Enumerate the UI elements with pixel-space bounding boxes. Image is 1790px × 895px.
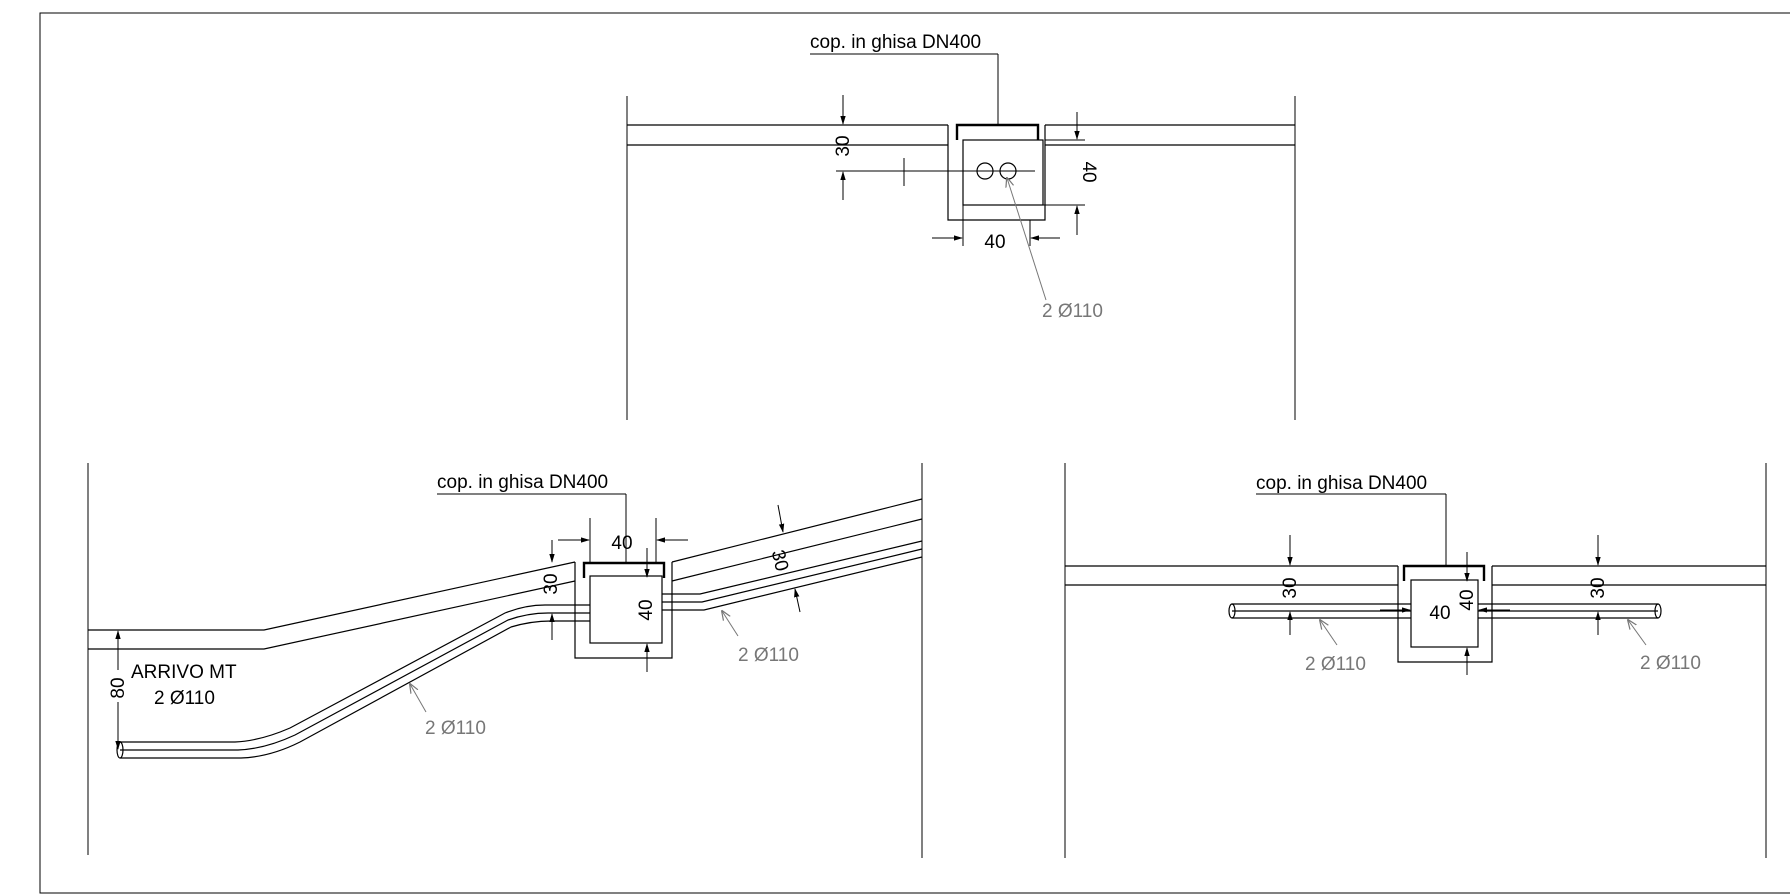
pipe-line xyxy=(120,604,590,743)
dim-40-label: 40 xyxy=(1078,161,1099,182)
cover-label: cop. in ghisa DN400 xyxy=(810,32,981,53)
dim-40-label: 40 xyxy=(611,533,632,554)
cast-iron-cover xyxy=(582,561,666,578)
pipe-end xyxy=(1228,603,1236,619)
ground-line xyxy=(671,518,923,582)
pipe-end xyxy=(1654,603,1662,619)
cast-iron-cover xyxy=(955,123,1040,140)
cover-label: cop. in ghisa DN400 xyxy=(1256,473,1427,494)
pipe-label: 2 Ø110 xyxy=(1640,653,1701,674)
pipe-leader xyxy=(722,611,739,637)
dim-40-label: 40 xyxy=(636,599,657,620)
manhole-outer xyxy=(947,125,1046,221)
dim-arrow xyxy=(777,504,785,533)
manhole-outer xyxy=(1397,566,1493,663)
dim-30-label: 30 xyxy=(1280,577,1301,598)
ground-line xyxy=(88,561,576,631)
manhole-inner xyxy=(1410,579,1479,648)
dim-40-label: 40 xyxy=(1457,589,1478,610)
dim-40-label: 40 xyxy=(1429,603,1450,624)
cover-label: cop. in ghisa DN400 xyxy=(437,472,608,493)
section-top: cop. in ghisa DN400 30 40 40 2 Ø110 xyxy=(626,32,1296,420)
cast-iron-cover xyxy=(1402,564,1486,581)
ground-line xyxy=(671,498,923,563)
arrival-label-line2: 2 Ø110 xyxy=(154,688,215,709)
pipe-label: 2 Ø110 xyxy=(425,718,486,739)
dim-30-label: 30 xyxy=(833,135,854,156)
dim-arrow xyxy=(794,588,801,613)
pipe-line xyxy=(662,548,923,603)
section-bottom-right: cop. in ghisa DN400 30 30 40 40 2 Ø110 2… xyxy=(1064,463,1767,858)
dim-30-label: 30 xyxy=(1588,577,1609,598)
dim-30-label: 30 xyxy=(541,573,562,594)
drawing-border xyxy=(39,12,1790,894)
dim-80-label: 80 xyxy=(108,677,129,698)
ground-line xyxy=(88,580,576,650)
pipe-line xyxy=(120,612,590,751)
pipe-leader xyxy=(1007,178,1047,301)
arrival-label-line1: ARRIVO MT xyxy=(131,662,237,683)
dim-40-label: 40 xyxy=(984,232,1005,253)
section-bottom-left: cop. in ghisa DN400 40 30 40 30 80 ARRIV… xyxy=(87,463,923,858)
pipe-leader xyxy=(1628,620,1647,646)
pipe-line xyxy=(662,556,923,611)
pipe-leader xyxy=(410,684,427,713)
manhole-inner xyxy=(962,139,1044,206)
dim-30-label: 30 xyxy=(767,548,792,574)
pipe-label: 2 Ø110 xyxy=(1042,301,1103,322)
pipe-label: 2 Ø110 xyxy=(1305,654,1366,675)
pipe-line xyxy=(662,540,923,595)
pipe-leader xyxy=(1320,620,1338,646)
pipe-line xyxy=(120,620,590,759)
pipe-label: 2 Ø110 xyxy=(738,645,799,666)
